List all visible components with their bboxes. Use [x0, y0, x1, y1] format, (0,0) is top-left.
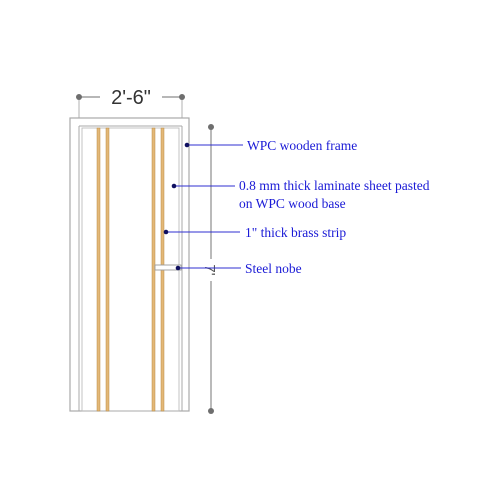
brass-strip-left-2 [105, 127, 110, 412]
note-steel-knob: Steel nobe [245, 261, 302, 276]
door-frame [69, 117, 190, 412]
note-laminate-sheet-line-1: 0.8 mm thick laminate sheet pasted [239, 178, 430, 193]
note-wpc-frame: WPC wooden frame [247, 138, 357, 153]
leader-dot-brass-strip [163, 229, 169, 235]
width-dimension-dot-left [76, 94, 82, 100]
door-shutter [81, 127, 182, 412]
note-laminate-sheet-line-2: on WPC wood base [239, 196, 346, 211]
annotation-notes: WPC wooden frame 0.8 mm thick laminate s… [239, 138, 430, 276]
leader-lines [163, 142, 243, 271]
width-label: 2'-6" [111, 87, 151, 109]
width-dimension: 2'-6" [76, 86, 185, 118]
height-dimension-dot-top [208, 124, 214, 130]
note-brass-strip: 1" thick brass strip [245, 225, 346, 240]
leader-dot-wpc-frame [184, 142, 190, 148]
frame-outer [69, 117, 190, 412]
leader-dot-laminate-sheet [171, 183, 177, 189]
height-dimension: 7' [200, 124, 222, 414]
height-label: 7' [201, 264, 218, 275]
width-dimension-dot-right [179, 94, 185, 100]
height-label-backing [200, 259, 222, 281]
leader-dot-steel-knob [175, 265, 181, 271]
height-dimension-dot-bottom [208, 408, 214, 414]
brass-strip-left-1 [96, 127, 101, 412]
width-label-backing [100, 86, 162, 108]
